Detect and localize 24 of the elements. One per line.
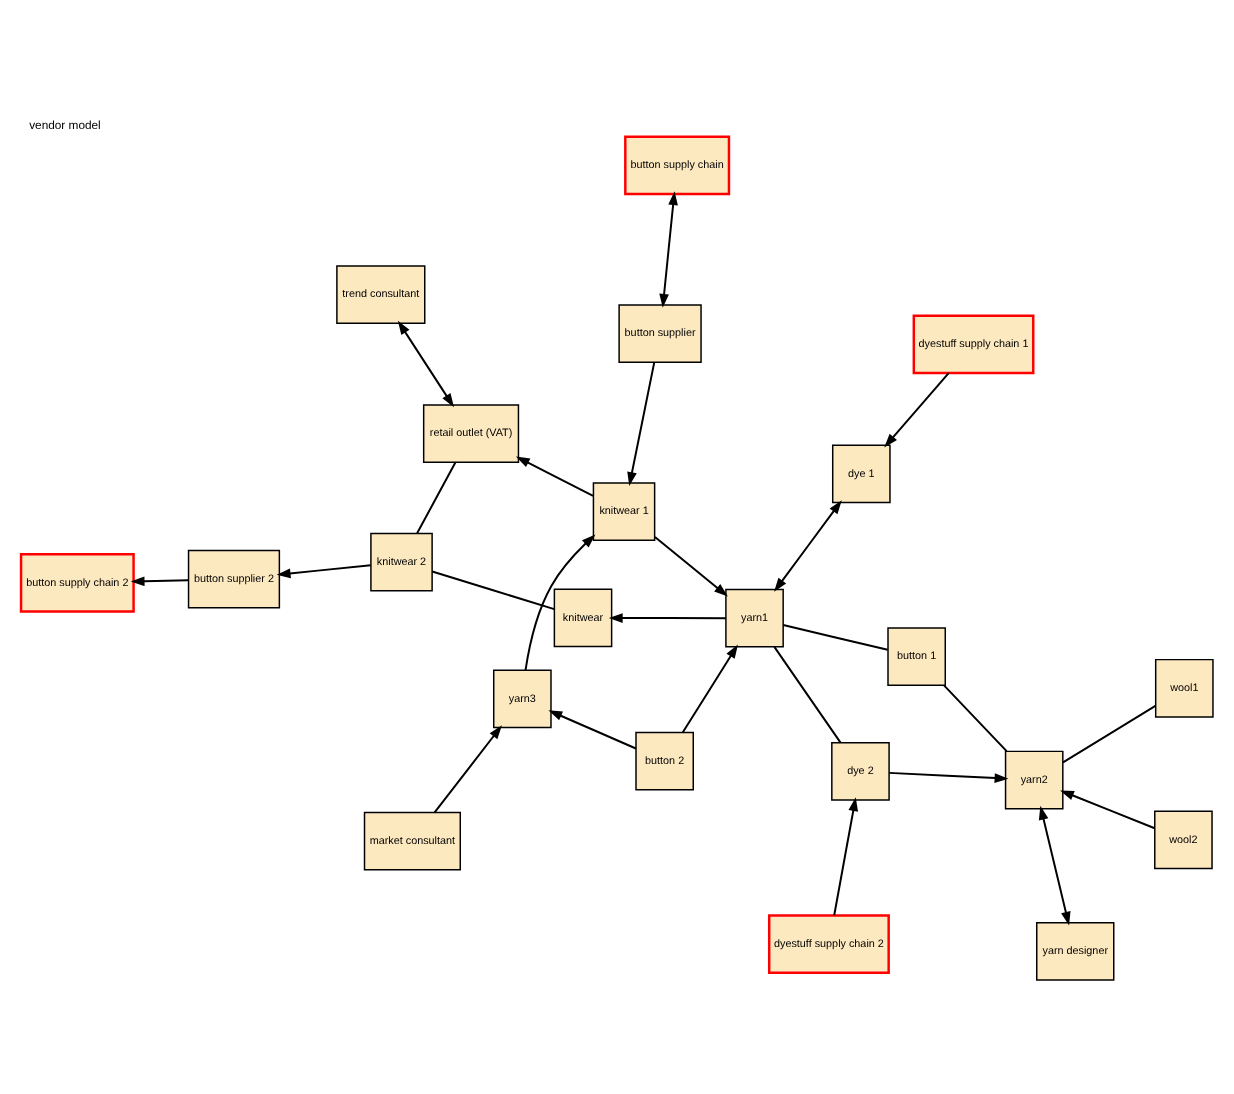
arrow [1038,804,1071,925]
arrow [659,190,678,307]
connector [1062,703,1157,763]
arrow [888,770,1009,782]
connector [782,623,889,650]
arrow [515,455,595,496]
arrow [433,724,502,813]
connector [431,569,556,610]
arrow [627,360,656,485]
arrow [681,643,738,733]
arrow [653,534,728,596]
connector [416,460,457,534]
arrow [1060,789,1156,829]
arrow [884,371,950,447]
connector [943,683,1008,752]
arrow [833,796,859,916]
arrow [397,319,454,407]
arrow [524,533,596,671]
connector [773,644,842,743]
arrow [774,499,842,591]
arrow [548,709,637,749]
arrow [608,612,727,622]
arrow [130,575,190,586]
arrow [276,563,372,578]
